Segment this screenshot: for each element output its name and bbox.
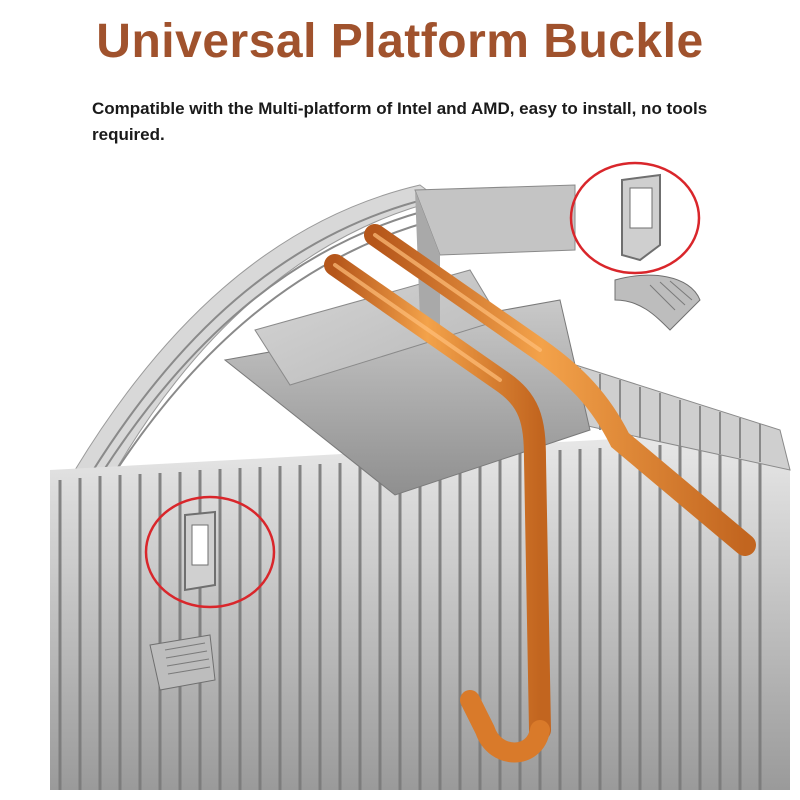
page-subtitle: Compatible with the Multi-platform of In… xyxy=(92,99,708,144)
mounting-clip-top-right xyxy=(614,173,701,331)
base-plate xyxy=(223,184,591,496)
heat-pipes xyxy=(324,224,756,763)
highlight-circle-bottom-left xyxy=(144,495,276,609)
fin-array xyxy=(50,359,791,790)
page-title: Universal Platform Buckle xyxy=(96,15,704,68)
highlight-circle-top-right xyxy=(569,161,701,275)
heatsink-illustration xyxy=(50,161,791,790)
mounting-clip-bottom-left xyxy=(149,510,216,691)
